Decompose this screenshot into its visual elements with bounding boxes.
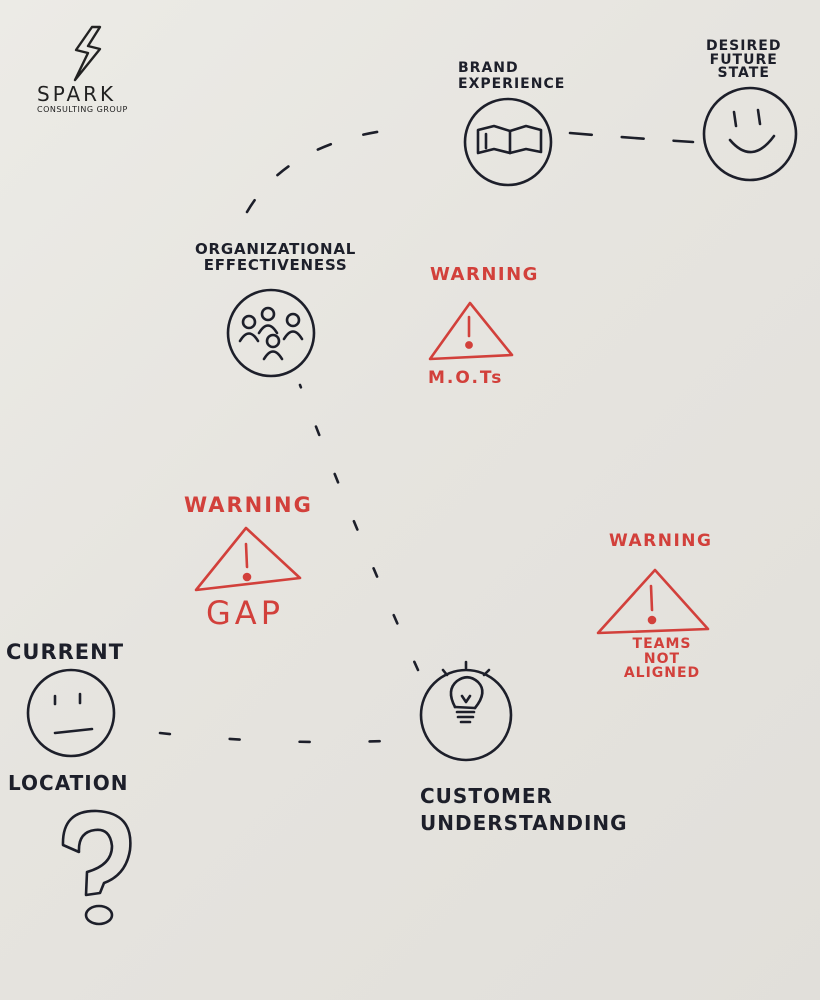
customer-understanding-label: Customer Understanding bbox=[420, 784, 628, 835]
warning-triangle-gap bbox=[194, 526, 302, 592]
organizational-effectiveness-label: Organizational Effectiveness bbox=[195, 240, 357, 274]
lightbulb-icon bbox=[441, 660, 491, 724]
journey-path bbox=[158, 126, 695, 744]
question-mark-icon bbox=[61, 809, 132, 926]
current-location-circle bbox=[26, 668, 116, 758]
neutral-face-icon bbox=[53, 692, 94, 735]
organizational-effectiveness-circle bbox=[226, 288, 316, 378]
spark-logo-icon bbox=[73, 25, 102, 82]
brand-experience-node bbox=[463, 97, 553, 187]
warning-triangle-teams bbox=[596, 568, 710, 635]
smiley-face-icon bbox=[728, 108, 776, 154]
current-location-top-label: Current bbox=[6, 640, 125, 664]
organizational-effectiveness-node bbox=[226, 288, 316, 378]
current-location-node bbox=[26, 668, 116, 758]
warning-title-gap: Warning bbox=[184, 493, 313, 517]
warning-caption-mots: M.O.Ts bbox=[428, 368, 504, 388]
path-current-to-customer bbox=[158, 731, 387, 744]
customer-understanding-node bbox=[419, 660, 513, 762]
warning-title-teams: Warning bbox=[609, 531, 713, 551]
desired-future-state-circle bbox=[702, 86, 798, 182]
logo-tagline: CONSULTING GROUP bbox=[37, 105, 128, 114]
current-location-bottom-label: Location bbox=[8, 771, 129, 795]
logo-brand: SPARK bbox=[37, 82, 117, 106]
path-org-to-brand bbox=[245, 126, 410, 214]
warning-caption-gap: GAP bbox=[206, 594, 284, 632]
brand-experience-label: Brand Experience bbox=[458, 60, 566, 93]
book-icon bbox=[476, 124, 543, 155]
people-group-icon bbox=[238, 306, 304, 361]
desired-future-state-node bbox=[702, 86, 798, 182]
customer-understanding-circle bbox=[419, 668, 513, 762]
path-brand-to-future bbox=[568, 131, 695, 144]
brand-experience-circle bbox=[463, 97, 553, 187]
path-customer-to-org bbox=[298, 383, 420, 672]
warning-triangle-mots bbox=[428, 301, 514, 361]
warning-caption-teams: Teams not Aligned bbox=[623, 636, 701, 682]
desired-future-state-label: Desired Future State bbox=[706, 38, 782, 82]
warning-title-mots: Warning bbox=[430, 264, 539, 285]
